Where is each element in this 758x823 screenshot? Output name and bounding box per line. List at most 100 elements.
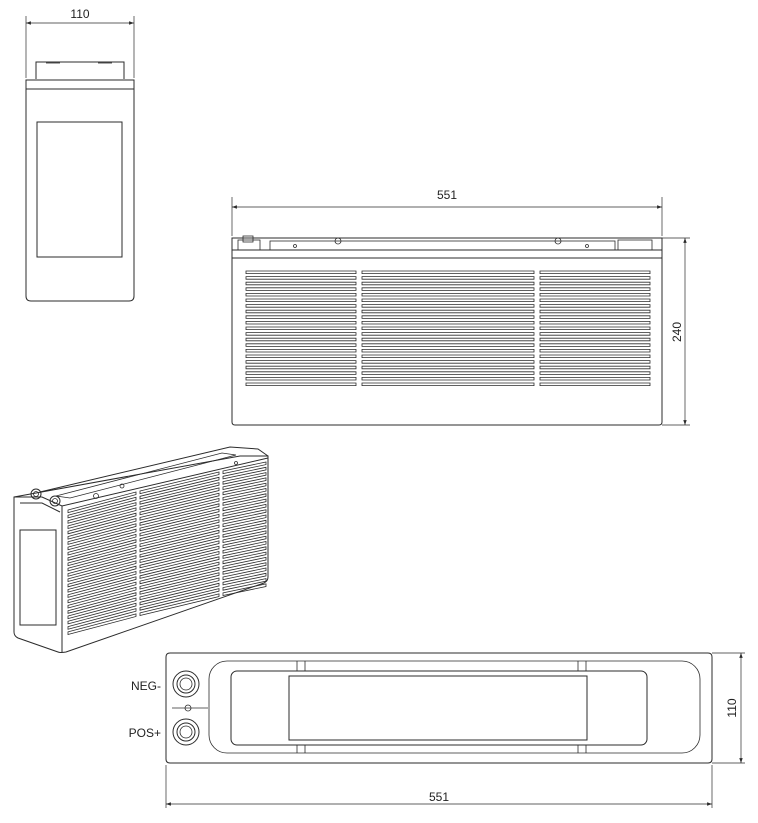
vent-slot: [139, 471, 220, 495]
front-body: [231, 237, 663, 426]
neg-terminal-icon: [172, 670, 200, 698]
vent-slot: [361, 276, 535, 280]
vent-slot: [67, 507, 137, 530]
vent-slot: [139, 572, 220, 595]
vent-slot: [361, 337, 535, 342]
front-height-label: 240: [670, 322, 684, 342]
vent-slot: [539, 315, 651, 319]
vent-slot: [139, 577, 220, 601]
vent-slot: [67, 496, 137, 519]
vent-slot: [67, 613, 137, 636]
vent-slot: [245, 304, 357, 308]
vent-slot: [245, 337, 357, 342]
vent-slot: [539, 349, 651, 353]
vent-slot: [361, 354, 535, 358]
vent-slot: [222, 461, 267, 475]
vent-slot: [361, 298, 535, 302]
front-view: 551 240: [231, 188, 690, 426]
vent-slot: [539, 281, 651, 286]
vent-slot: [67, 597, 137, 620]
vent-slot: [361, 304, 535, 308]
vent-slot: [139, 487, 220, 511]
vent-slot: [139, 497, 220, 521]
vent-slot: [222, 493, 267, 506]
top-view: NEG- POS+ 110 551: [129, 652, 745, 808]
vent-slot: [245, 326, 357, 330]
iso-terminal-pos-icon: [49, 495, 61, 507]
vent-slot: [539, 293, 651, 297]
vent-slot: [539, 365, 651, 370]
vent-slot: [361, 360, 535, 364]
vent-slot: [67, 570, 137, 593]
vent-slot: [222, 556, 267, 570]
iso-lid-strip: [55, 452, 237, 499]
vent-slot: [245, 371, 357, 375]
vent-slot: [67, 523, 137, 545]
vent-slot: [245, 382, 357, 386]
vent-slot: [539, 337, 651, 342]
vent-slot: [245, 309, 357, 314]
vent-slot: [222, 578, 267, 591]
vent-slot: [245, 349, 357, 353]
vent-slot: [67, 539, 137, 561]
vent-slot: [539, 309, 651, 314]
iso-body: [13, 455, 269, 653]
vent-slot: [245, 354, 357, 358]
vent-slot: [245, 321, 357, 325]
vent-slot: [361, 332, 535, 336]
front-top-strip: [269, 240, 616, 251]
vent-slot: [222, 519, 267, 533]
top-inner-lid: [230, 670, 648, 746]
vent-slot: [539, 304, 651, 308]
vent-slot: [245, 332, 357, 336]
top-vent-plug-icon: [184, 704, 192, 712]
vent-slot: [222, 498, 267, 512]
vent-slot: [361, 270, 535, 274]
iso-vent-grille: [67, 461, 267, 636]
iso-side-panel: [19, 529, 57, 626]
vent-slot: [361, 343, 535, 347]
vent-slot: [539, 287, 651, 291]
vent-slot: [67, 592, 137, 614]
vent-slot: [539, 371, 651, 375]
vent-slot: [222, 583, 267, 596]
vent-slot: [222, 525, 267, 538]
vent-slot: [361, 349, 535, 353]
vent-slot: [139, 535, 220, 558]
vent-slot: [361, 281, 535, 286]
vent-slot: [361, 309, 535, 314]
vent-slot: [222, 572, 267, 586]
vent-slot: [245, 293, 357, 297]
side-view: 110: [25, 7, 135, 302]
vent-slot: [67, 491, 137, 514]
vent-slot: [139, 550, 220, 574]
vent-slot: [245, 315, 357, 319]
vent-slot: [222, 535, 267, 549]
vent-slot: [139, 508, 220, 532]
vent-slot: [139, 519, 220, 542]
vent-slot: [67, 544, 137, 567]
vent-slot: [245, 270, 357, 274]
vent-slot: [222, 551, 267, 565]
vent-slot: [67, 533, 137, 556]
neg-label: NEG-: [131, 679, 161, 693]
vent-slot: [139, 529, 220, 553]
front-terminal-icon: [242, 235, 254, 243]
vent-slot: [361, 377, 535, 381]
vent-slot: [222, 477, 267, 490]
vent-slot: [139, 561, 220, 585]
vent-slot: [222, 541, 267, 554]
vent-slot: [539, 377, 651, 381]
vent-slot: [222, 509, 267, 522]
front-vent-grille: [245, 270, 651, 386]
vent-slot: [139, 540, 220, 564]
vent-slot: [67, 549, 137, 572]
vent-slot: [67, 502, 137, 524]
top-label-area: [288, 675, 588, 741]
vent-slot: [67, 512, 137, 535]
vent-slot: [139, 582, 220, 606]
vent-slot: [139, 556, 220, 579]
vent-slot: [222, 466, 267, 480]
side-label-panel: [36, 121, 123, 258]
